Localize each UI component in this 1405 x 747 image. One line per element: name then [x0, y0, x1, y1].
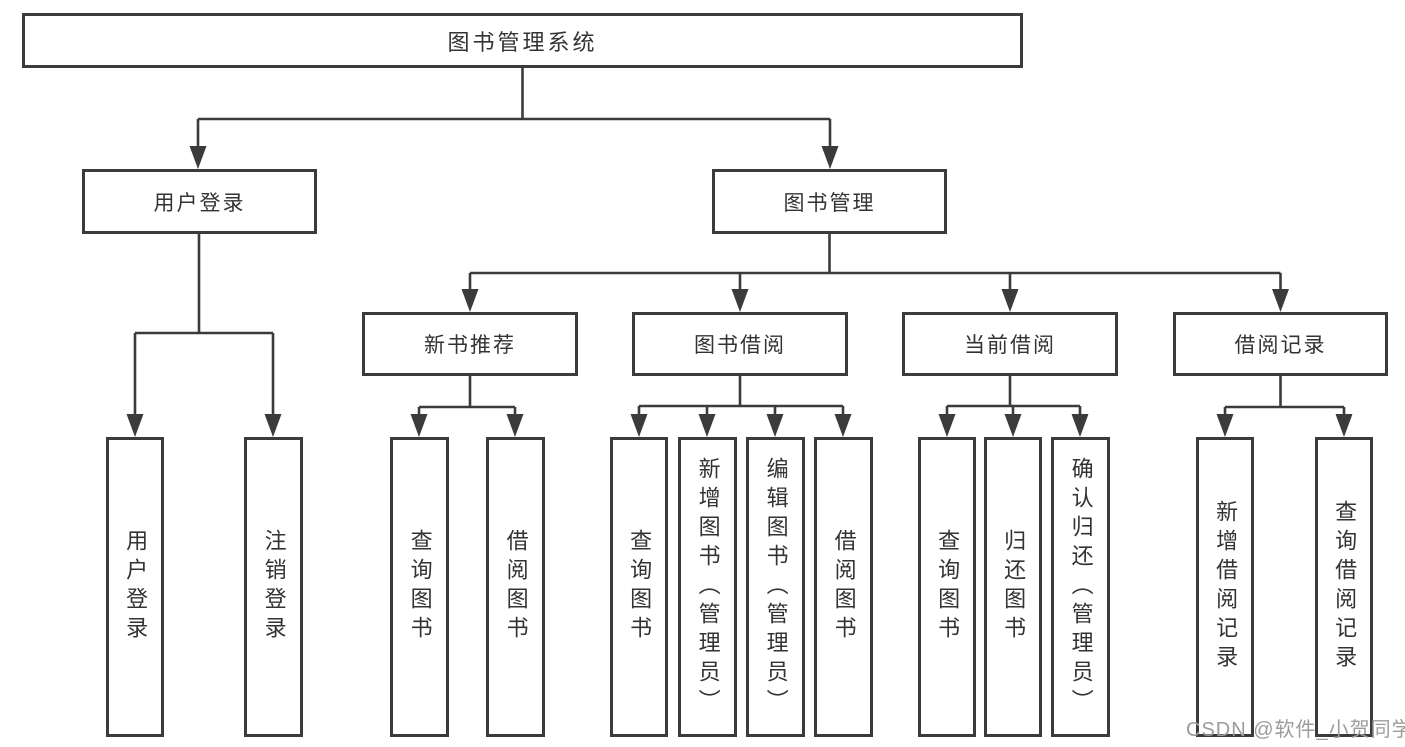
- node-label: 注销登录: [261, 529, 287, 645]
- node-library-management-system: 图书管理系统: [22, 13, 1023, 68]
- node-book-borrowing: 图书借阅: [632, 312, 848, 376]
- leaf-logout: 注销登录: [244, 437, 303, 737]
- leaf-edit-book-admin: 编辑图书（管理员）: [746, 437, 805, 737]
- leaf-add-borrow-record: 新增借阅记录: [1196, 437, 1254, 737]
- node-label: 当前借阅: [964, 334, 1056, 357]
- node-label: 用户登录: [123, 529, 149, 645]
- leaf-query-book-current: 查询图书: [918, 437, 976, 737]
- node-label: 用户登录: [153, 191, 246, 215]
- leaf-borrow-book-recommend: 借阅图书: [486, 437, 545, 737]
- node-user-login: 用户登录: [82, 169, 317, 234]
- leaf-borrow-book: 借阅图书: [814, 437, 873, 737]
- node-label: 借阅图书: [831, 529, 857, 645]
- node-label: 确认归还（管理员）: [1068, 456, 1094, 718]
- leaf-user-login: 用户登录: [106, 437, 164, 737]
- node-label: 图书管理: [783, 191, 876, 215]
- leaf-query-book-borrowing: 查询图书: [610, 437, 668, 737]
- node-label: 新增借阅记录: [1213, 500, 1239, 674]
- node-label: 借阅记录: [1234, 334, 1327, 357]
- node-label: 借阅图书: [503, 529, 529, 645]
- leaf-query-book-recommend: 查询图书: [390, 437, 449, 737]
- node-label: 图书借阅: [694, 334, 786, 357]
- node-new-book-recommendation: 新书推荐: [362, 312, 578, 376]
- node-label: 新增图书（管理员）: [695, 456, 721, 718]
- watermark: CSDN @软件_小贺同学: [1186, 719, 1405, 741]
- node-label: 查询借阅记录: [1332, 500, 1358, 674]
- node-label: 查询图书: [627, 529, 653, 645]
- node-current-borrowing: 当前借阅: [902, 312, 1118, 376]
- leaf-confirm-return-admin: 确认归还（管理员）: [1051, 437, 1110, 737]
- node-label: 编辑图书（管理员）: [763, 456, 789, 718]
- node-label: 新书推荐: [424, 334, 516, 357]
- node-label: 归还图书: [1001, 529, 1027, 645]
- leaf-query-borrow-record: 查询借阅记录: [1315, 437, 1373, 737]
- node-label: 查询图书: [407, 529, 433, 645]
- node-book-management: 图书管理: [712, 169, 947, 234]
- node-borrowing-records: 借阅记录: [1173, 312, 1388, 376]
- leaf-return-book: 归还图书: [984, 437, 1042, 737]
- node-label: 查询图书: [935, 529, 961, 645]
- node-label: 图书管理系统: [447, 29, 598, 55]
- leaf-add-book-admin: 新增图书（管理员）: [678, 437, 737, 737]
